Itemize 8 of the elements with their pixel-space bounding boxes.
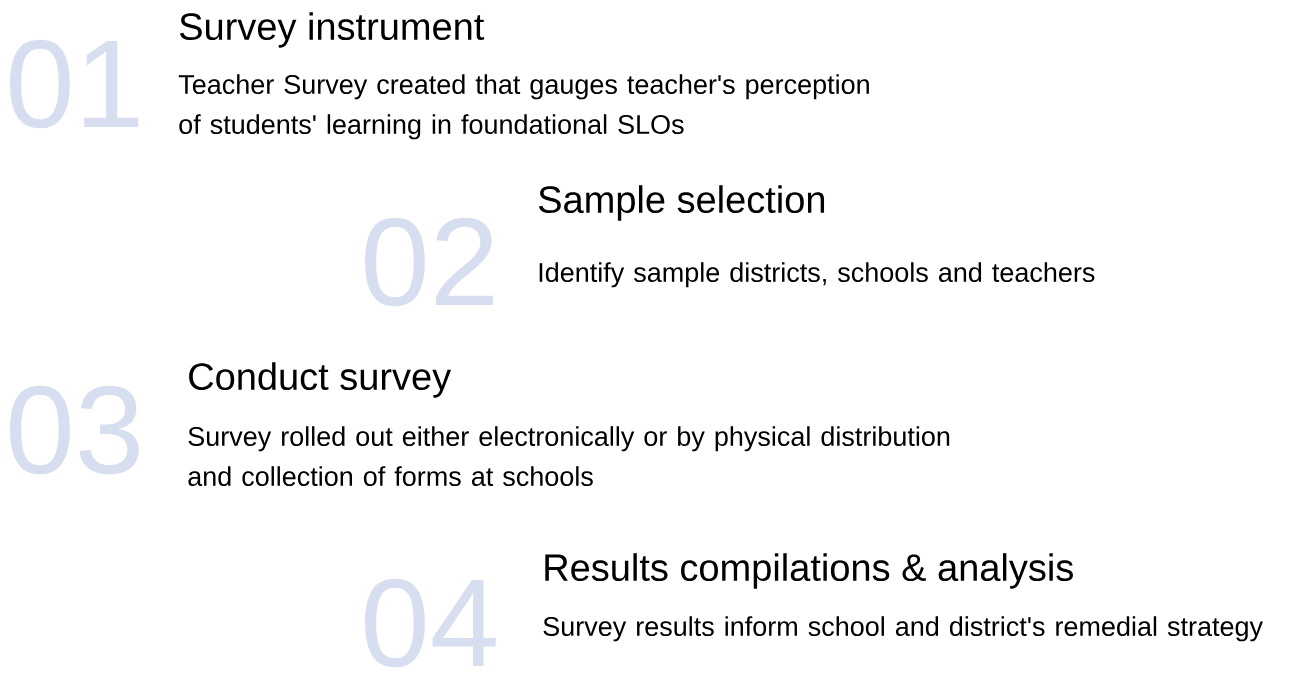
- step-description: Teacher Survey created that gauges teacher's perception of students' learning in foundational SLOs: [178, 74, 869, 140]
- step-heading: Survey instrument: [179, 12, 485, 48]
- step-heading: Conduct survey: [189, 362, 452, 398]
- step-description: Survey results inform school and district's remedial strategy: [543, 616, 1263, 642]
- step-description: Survey rolled out either electronically or by physical distribution and collection of forms at schools: [188, 426, 950, 487]
- step-heading: Results compilations & analysis: [545, 553, 1073, 589]
- step-description: Identify sample districts, schools and teachers: [539, 262, 1095, 288]
- step-heading: Sample selection: [538, 185, 825, 221]
